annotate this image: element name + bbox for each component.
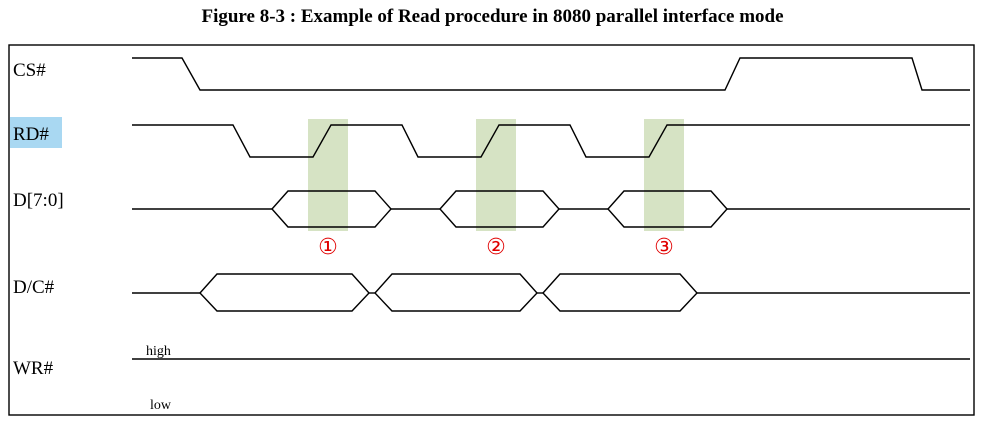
sample-window-1: [308, 119, 348, 231]
figure-title: Figure 8-3 : Example of Read procedure i…: [201, 6, 784, 27]
rd-label-highlight: [10, 117, 62, 148]
dc-waveform: [132, 273, 970, 312]
rd-waveform: [132, 124, 970, 158]
sample-window-3: [644, 119, 684, 231]
rd-label: RD#: [13, 124, 49, 145]
dc-label: D/C#: [13, 277, 55, 298]
wr-low-label: low: [150, 398, 172, 413]
cs-waveform: [132, 57, 970, 91]
marker-2: ②: [486, 235, 506, 260]
cs-label: CS#: [13, 60, 46, 81]
wr-high-label: high: [146, 344, 171, 359]
marker-3: ③: [654, 235, 674, 260]
marker-1: ①: [318, 235, 338, 260]
sample-window-2: [476, 119, 516, 231]
wr-label: WR#: [13, 358, 54, 379]
d-bus-label: D[7:0]: [13, 190, 64, 211]
d-bus-waveform: [132, 190, 970, 228]
diagram-frame: [8, 44, 975, 416]
